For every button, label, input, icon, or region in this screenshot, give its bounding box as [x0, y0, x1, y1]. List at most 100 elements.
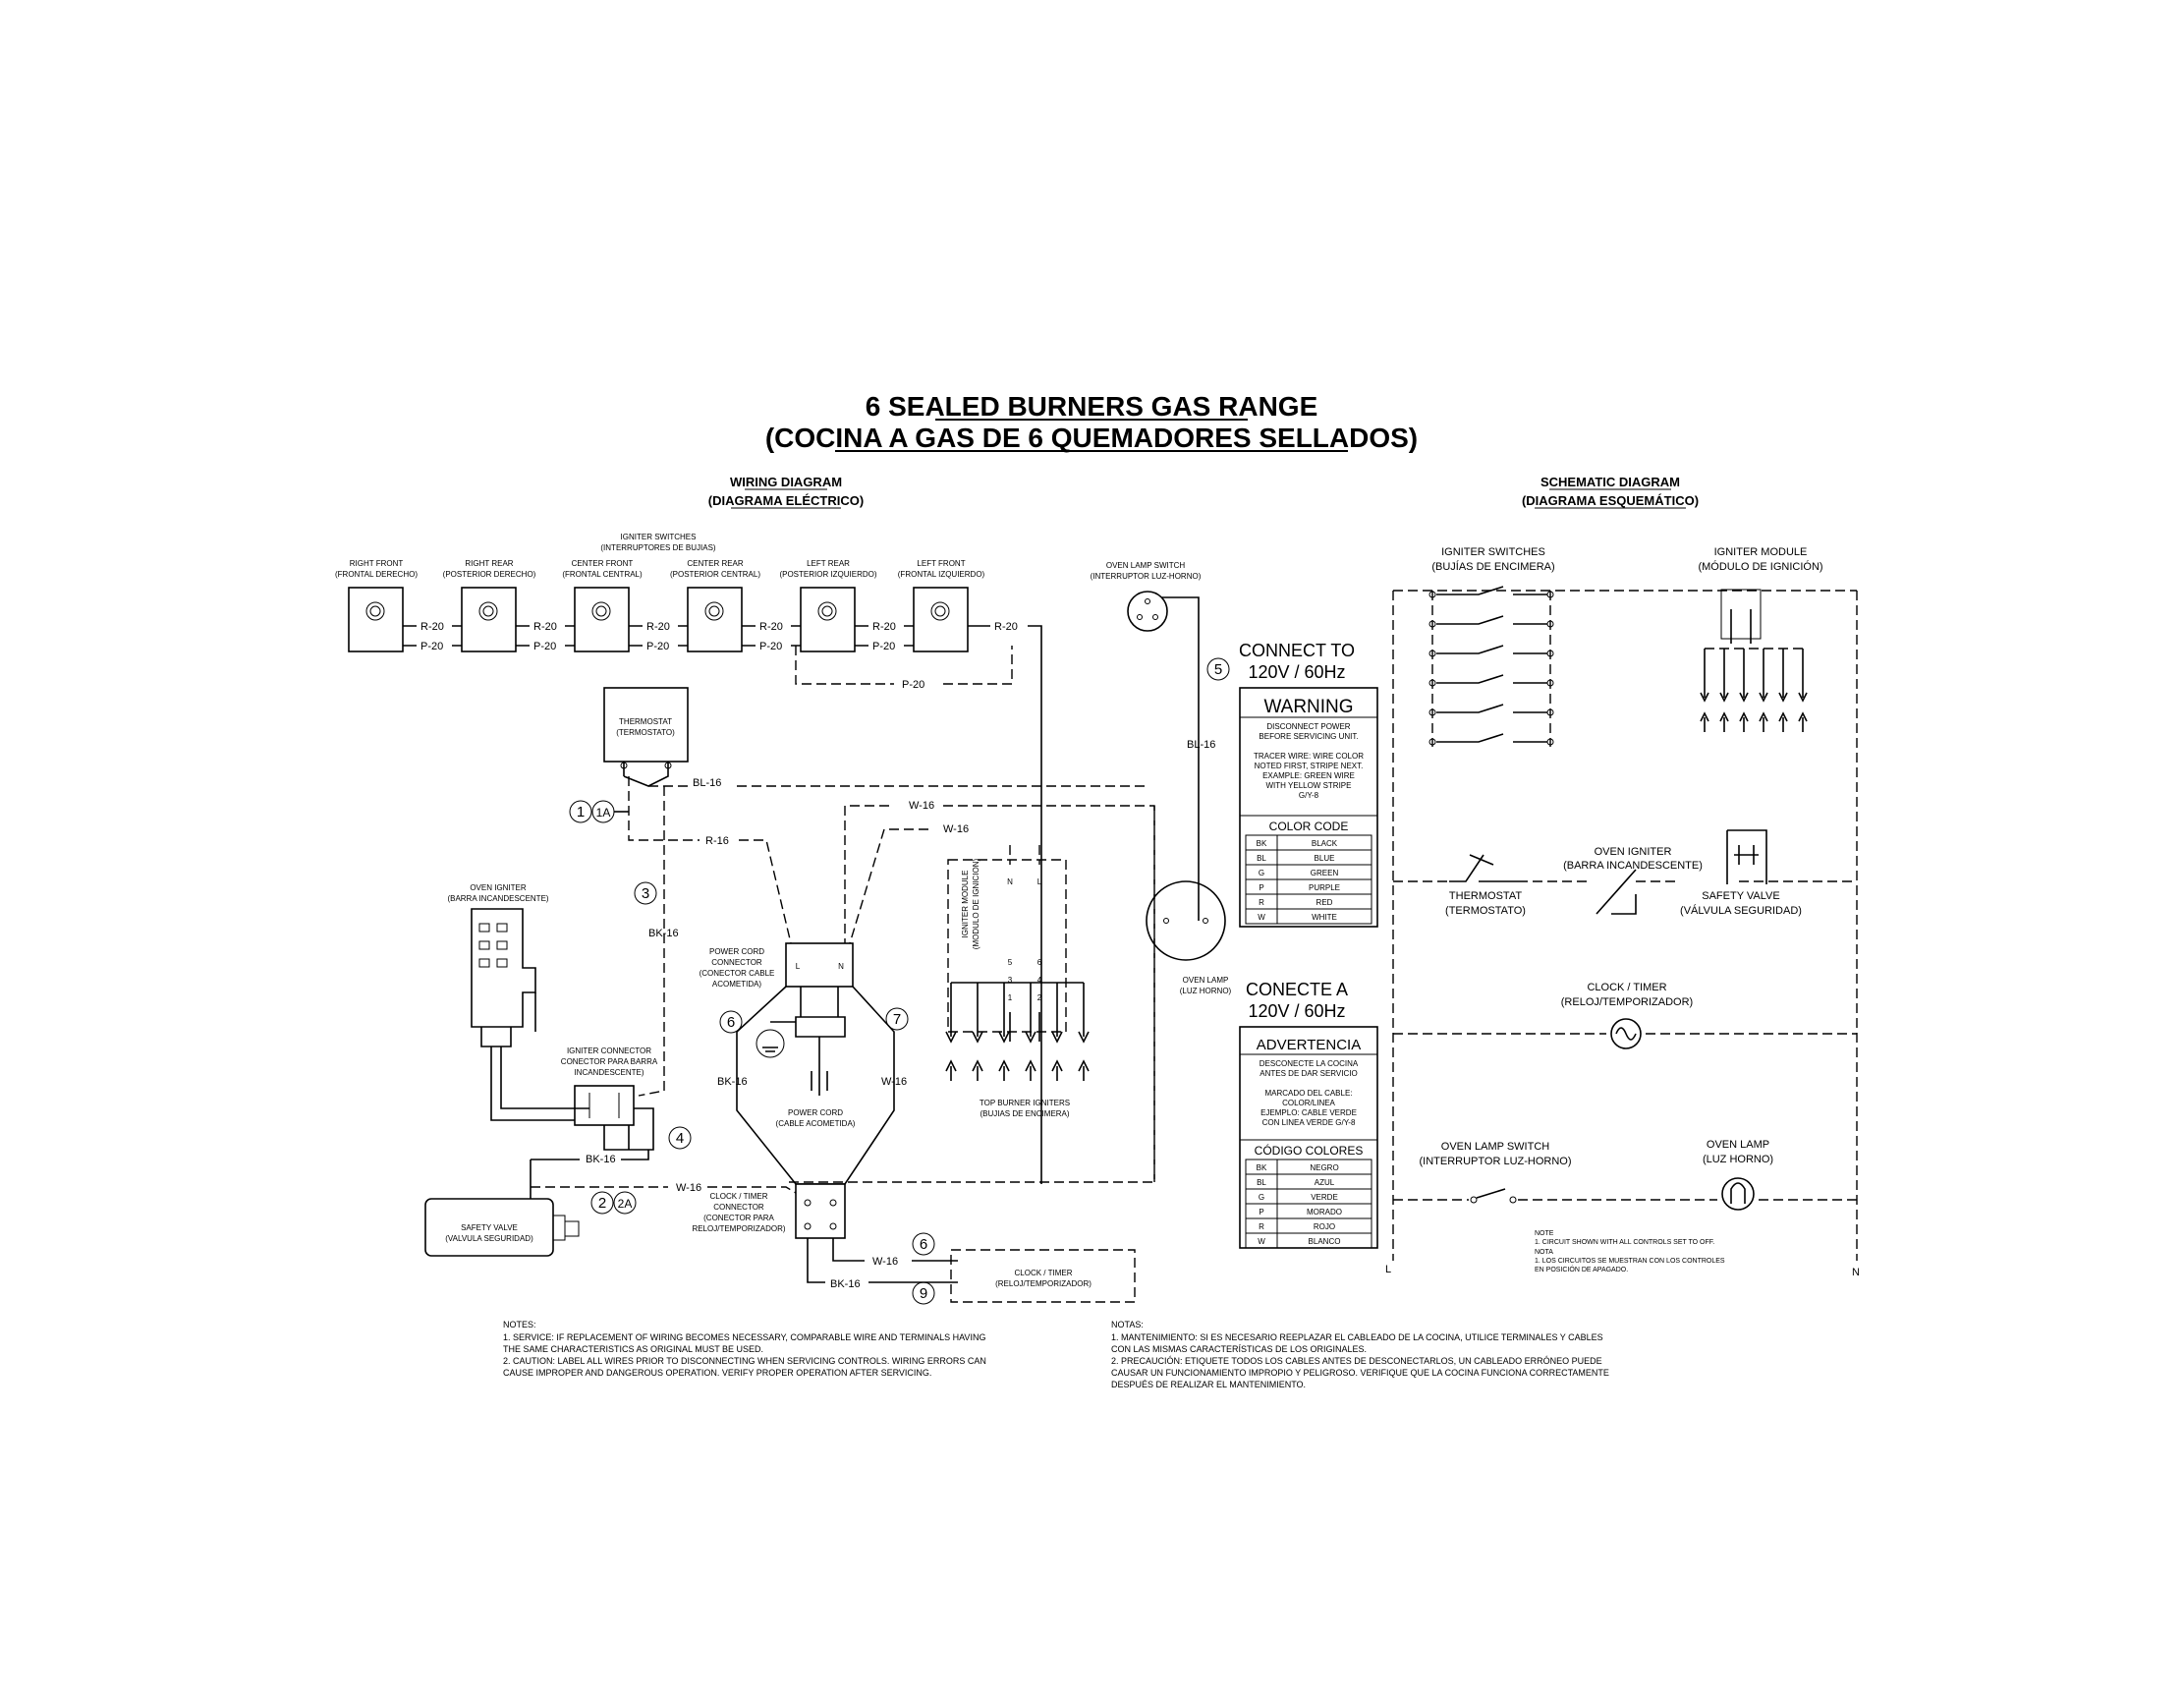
- color-code-abbr: P: [1259, 1208, 1263, 1216]
- switch-knob-icon: [817, 601, 837, 621]
- sch-nota-title: NOTA: [1535, 1249, 1553, 1256]
- svg-text:2: 2: [598, 1195, 606, 1212]
- wiring-heading-es: (DIAGRAMA ELÉCTRICO): [708, 493, 864, 508]
- sch-igniter-switches-label-es: (BUJÍAS DE ENCIMERA): [1431, 560, 1554, 573]
- sch-note: 1. CIRCUIT SHOWN WITH ALL CONTROLS SET T…: [1535, 1239, 1714, 1246]
- note-en-line: THE SAME CHARACTERISTICS AS ORIGINAL MUS…: [503, 1344, 763, 1354]
- sch-note-title: NOTE: [1535, 1230, 1554, 1237]
- thermostat-label-es: (TERMOSTATO): [616, 728, 675, 737]
- switch-label: RIGHT REAR: [465, 559, 513, 568]
- wire-label-w16: W-16: [909, 800, 934, 812]
- sch-igniter-module-label-es: (MÓDULO DE IGNICIÓN): [1698, 560, 1822, 573]
- conecte-a-line-1: CONECTE A: [1246, 980, 1348, 999]
- marker-1a: 1A: [591, 800, 615, 823]
- oven-lamp-label: OVEN LAMP: [1183, 976, 1229, 985]
- warning-text-line: TRACER WIRE: WIRE COLOR: [1254, 752, 1364, 761]
- clock-timer-label-es: (RELOJ/TEMPORIZADOR): [995, 1279, 1092, 1288]
- schematic-igniter-module: [1700, 589, 1808, 732]
- sch-switch: [1428, 645, 1554, 657]
- connect-to-line-2: 120V / 60Hz: [1248, 662, 1345, 682]
- title-line-1: 6 SEALED BURNERS GAS RANGE: [866, 391, 1318, 422]
- color-code-title: COLOR CODE: [1269, 820, 1349, 833]
- power-cord-label-es: (CABLE ACOMETIDA): [776, 1119, 856, 1128]
- svg-text:N: N: [838, 962, 844, 971]
- marker-2a: 2A: [613, 1191, 637, 1215]
- sch-thermostat: THERMOSTAT (TERMOSTATO): [1445, 854, 1526, 917]
- thermostat-label: THERMOSTAT: [619, 717, 672, 726]
- advertencia-text-line: EJEMPLO: CABLE VERDE: [1260, 1108, 1357, 1117]
- switch-wires: [403, 625, 1042, 1184]
- safety-valve-label: SAFETY VALVE: [461, 1223, 518, 1232]
- color-code-abbr: BL: [1257, 1178, 1266, 1187]
- warning-text-line: WITH YELLOW STRIPE: [1266, 781, 1352, 790]
- color-code-name: VERDE: [1311, 1193, 1338, 1202]
- color-code-name: NEGRO: [1310, 1163, 1338, 1172]
- igniter-electrode-icon: [945, 983, 957, 1081]
- oven-igniter-label-es: (BARRA INCANDESCENTE): [447, 894, 548, 903]
- igniter-connector: IGNITER CONNECTOR CONECTOR PARA BARRA IN…: [490, 1046, 658, 1130]
- sch-igniter-electrode-icon: [1719, 649, 1729, 732]
- wire-label-p20: P-20: [902, 679, 924, 691]
- igniter-switch-box: LEFT FRONT(FRONTAL IZQUIERDO): [898, 559, 985, 652]
- svg-text:6: 6: [727, 1014, 735, 1031]
- color-code-name: PURPLE: [1309, 883, 1340, 892]
- power-cord-connector-label-4: ACOMETIDA): [712, 980, 762, 989]
- wire-label-w16: W-16: [943, 823, 969, 835]
- oven-lamp-switch: OVEN LAMP SWITCH (INTERRUPTOR LUZ-HORNO): [1091, 561, 1202, 921]
- color-code-name: BLACK: [1312, 839, 1338, 848]
- schematic-heading: SCHEMATIC DIAGRAM: [1540, 475, 1680, 489]
- color-code-abbr: BK: [1257, 1163, 1267, 1172]
- color-code-abbr: P: [1259, 883, 1263, 892]
- color-code-abbr: R: [1259, 1222, 1264, 1231]
- advertencia-text-line: ANTES DE DAR SERVICIO: [1260, 1069, 1357, 1078]
- color-code-name: GREEN: [1311, 869, 1339, 877]
- svg-text:(LUZ HORNO): (LUZ HORNO): [1703, 1154, 1773, 1165]
- svg-text:9: 9: [920, 1285, 927, 1302]
- top-burner-igniters: [945, 982, 1090, 1081]
- schematic-igniter-switches: [1428, 586, 1554, 747]
- igniter-switch-box: LEFT REAR(POSTERIOR IZQUIERDO): [779, 559, 877, 652]
- igniter-electrode-icon: [1078, 983, 1090, 1081]
- color-code-name: ROJO: [1314, 1222, 1335, 1231]
- marker-1: 1: [569, 800, 592, 823]
- marker-6: 6: [719, 1010, 743, 1034]
- title-line-2: (COCINA A GAS DE 6 QUEMADORES SELLADOS): [765, 423, 1418, 453]
- svg-text:CLOCK / TIMER: CLOCK / TIMER: [1587, 982, 1666, 993]
- wire-label-r20: R-20: [872, 621, 896, 633]
- sch-switch: [1428, 733, 1554, 746]
- sch-igniter-electrode-icon: [1759, 649, 1768, 732]
- svg-text:N: N: [1007, 877, 1013, 886]
- clock-timer-connector-label-2: CONNECTOR: [713, 1203, 764, 1212]
- color-code-name: BLUE: [1315, 854, 1335, 863]
- warning-text-line: NOTED FIRST, STRIPE NEXT.: [1255, 762, 1364, 770]
- switch-label: RIGHT FRONT: [350, 559, 404, 568]
- warning-text-line: G/Y-8: [1299, 791, 1319, 800]
- color-code-abbr: R: [1259, 898, 1264, 907]
- wire-label-r20: R-20: [533, 621, 557, 633]
- wire-label-r20: R-20: [994, 621, 1018, 633]
- wire-label-bk16: BK-16: [717, 1076, 748, 1088]
- sch-nota-2: EN POSICIÓN DE APAGADO.: [1535, 1265, 1628, 1273]
- color-code-name: MORADO: [1307, 1208, 1342, 1216]
- svg-text:2A: 2A: [618, 1197, 633, 1211]
- color-code-abbr: BL: [1257, 854, 1266, 863]
- igniter-switch-box: CENTER FRONT(FRONTAL CENTRAL): [562, 559, 643, 652]
- marker-2: 2: [590, 1191, 614, 1215]
- wire-label-bk16: BK-16: [830, 1278, 861, 1290]
- wire-label-r20: R-20: [646, 621, 670, 633]
- note-es-line: CAUSAR UN FUNCIONAMIENTO IMPROPIO Y PELI…: [1111, 1368, 1609, 1378]
- color-code-abbr: G: [1259, 869, 1264, 877]
- sch-igniter-electrode-icon: [1798, 649, 1808, 732]
- svg-text:(VÁLVULA SEGURIDAD): (VÁLVULA SEGURIDAD): [1680, 904, 1802, 917]
- wire-label-bk16: BK-16: [648, 928, 679, 939]
- marker-3: 3: [634, 881, 657, 905]
- notes-en-title: NOTES:: [503, 1320, 536, 1329]
- safety-valve-label-es: (VALVULA SEGURIDAD): [445, 1234, 533, 1243]
- switch-label-es: (POSTERIOR IZQUIERDO): [779, 570, 876, 579]
- svg-text:OVEN IGNITER: OVEN IGNITER: [1595, 846, 1672, 858]
- codigo-colores-title: CÓDIGO COLORES: [1255, 1143, 1364, 1158]
- advertencia-text-line: CON LINEA VERDE G/Y-8: [1262, 1118, 1356, 1127]
